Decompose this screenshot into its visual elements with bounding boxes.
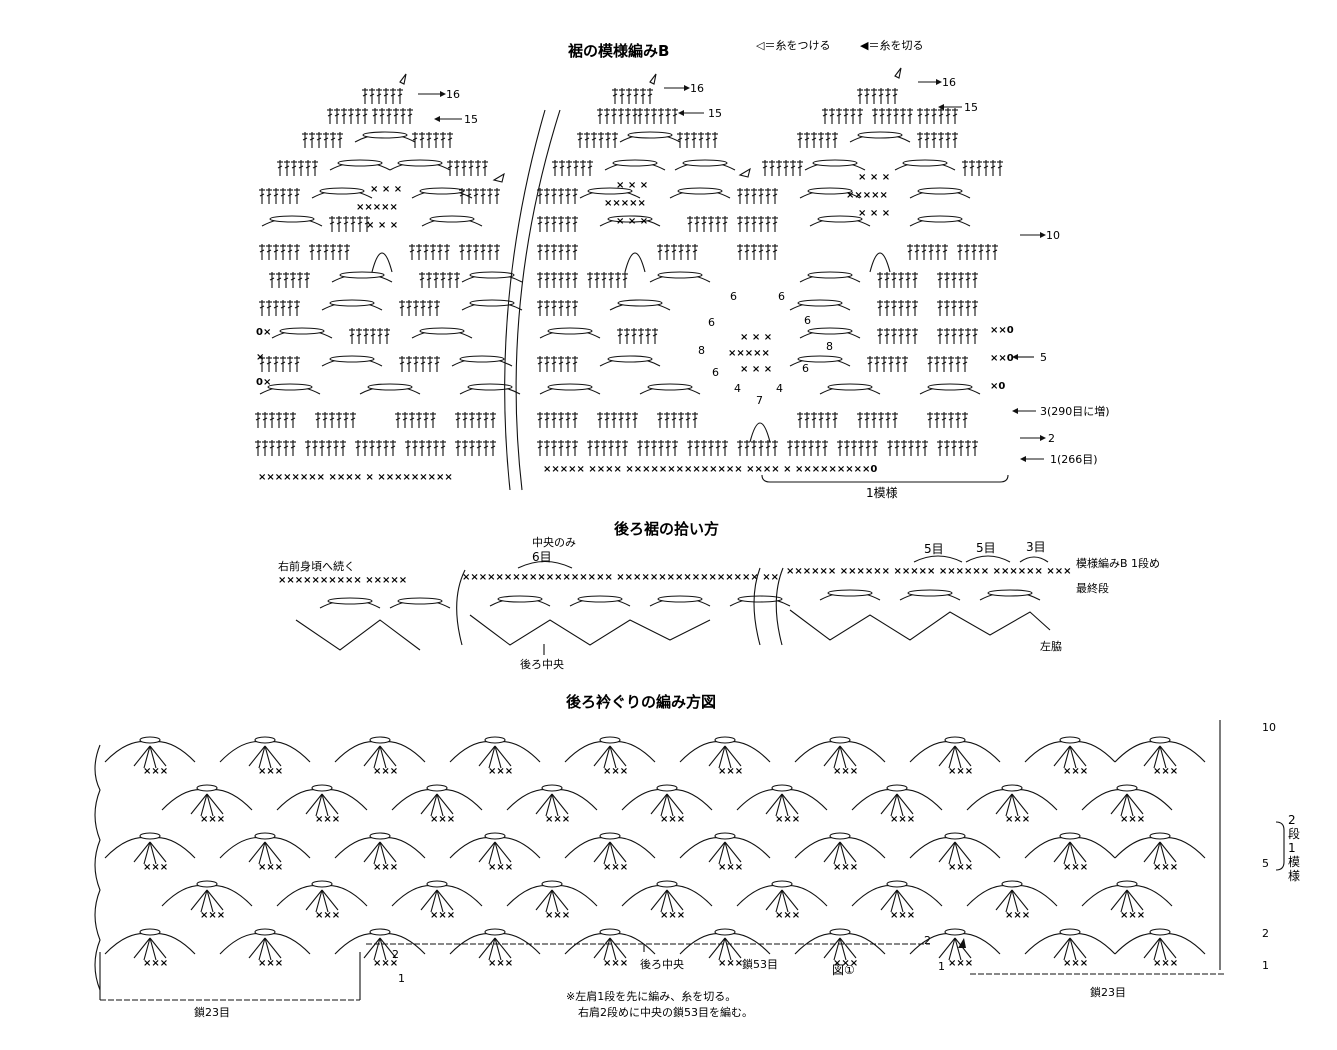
repeat-label: 段 (1288, 826, 1300, 841)
chain-count: 4 (734, 382, 741, 395)
row-label-5: 5 (1262, 857, 1269, 870)
label-back-center: 後ろ中央 (520, 657, 564, 671)
label-chain-53: 鎖53目 (742, 957, 778, 971)
break-line-1 (515, 109, 561, 491)
row-label-1: 1 (1262, 959, 1269, 972)
svg-text:× × ×: × × × (616, 216, 648, 227)
diagram-a-title: 裾の模様編みB (568, 42, 669, 60)
row-label-2: 2 (1048, 432, 1055, 445)
svg-text:× × ×: × × × (858, 172, 890, 183)
label-five-stitches-b: 5目 (976, 541, 996, 555)
row-label-1: 1 (398, 972, 405, 985)
svg-text:× × ×: × × × (370, 184, 402, 195)
svg-text:× × ×: × × × (616, 180, 648, 191)
svg-text:××0: ××0 (990, 325, 1014, 336)
row-label-15: 15 (964, 101, 978, 114)
svg-text:× × ×: × × × (740, 364, 772, 375)
svg-text:×: × (256, 352, 264, 363)
repeat-label: 2 (1288, 813, 1296, 827)
chain-count: 8 (826, 340, 833, 353)
label-chain-23-left: 鎖23目 (194, 1005, 230, 1019)
row-label-3: 3(290目に増) (1040, 405, 1110, 418)
svg-text:×××××: ××××× (728, 348, 770, 359)
row-label-16: 16 (446, 88, 460, 101)
diagram-b-pattern: ×××××××××× ××××× ×××××××××××××××××× ××××… (278, 555, 1072, 655)
legend-attach: ◁＝糸をつける (756, 39, 830, 52)
svg-text:×××××: ××××× (604, 198, 646, 209)
chain-count: 6 (708, 316, 715, 329)
svg-text:×××××××××××××××××× ×××××××××××: ×××××××××××××××××× ××××××××××××××××× ×× (462, 572, 779, 583)
row-label-10: 10 (1262, 721, 1276, 734)
repeat-label: 模 (1288, 855, 1300, 869)
label-chain-23-right: 鎖23目 (1090, 985, 1126, 999)
row-label-15: 15 (708, 107, 722, 120)
diagram-b-title: 後ろ裾の拾い方 (613, 520, 719, 538)
svg-text:× × ×: × × × (740, 332, 772, 343)
svg-text:×××××: ××××× (356, 202, 398, 213)
break-line-2 (504, 109, 546, 491)
row-label-16: 16 (690, 82, 704, 95)
diagram-a-left-panel: ×××××××× ×××× × ××××××××× 0× × 0× × × × … (255, 73, 523, 483)
row-label-2: 2 (1262, 927, 1269, 940)
svg-text:×××××× ×××××× ××××× ×××××× ××: ×××××× ×××××× ××××× ×××××× ×××××× ××× (786, 566, 1072, 577)
row-label-15: 15 (464, 113, 478, 126)
row-label-10: 10 (1046, 229, 1060, 242)
repeat-bracket (761, 474, 1009, 483)
diagram-c-pattern (94, 720, 1285, 1001)
chain-count: 4 (776, 382, 783, 395)
svg-text:××0: ××0 (990, 353, 1014, 364)
svg-text:×××××××××× ×××××: ×××××××××× ××××× (278, 575, 407, 586)
chain-count: 8 (698, 344, 705, 357)
chain-count: 6 (802, 362, 809, 375)
label-left-side: 左脇 (1040, 640, 1062, 653)
svg-text:×××××××× ×××× × ×××××××××: ×××××××× ×××× × ××××××××× (258, 472, 453, 483)
svg-text:0×: 0× (256, 327, 271, 338)
diagram-a-right-panel: ××××× ×××× ×××××××××××××× ×××× × ×××××××… (537, 67, 1014, 483)
chain-count: 6 (804, 314, 811, 327)
row-label-5: 5 (1040, 351, 1047, 364)
row-label-1: 1 (938, 960, 945, 973)
row-label-2: 2 (924, 934, 931, 947)
repeat-label: 1 (1288, 841, 1296, 855)
svg-text:×××××: ××××× (846, 190, 888, 201)
row-label-16: 16 (942, 76, 956, 89)
svg-text:× × ×: × × × (366, 220, 398, 231)
figure-label: 図① (832, 963, 855, 977)
chain-count: 6 (730, 290, 737, 303)
chain-count: 6 (778, 290, 785, 303)
row-label-1: 1(266目) (1050, 453, 1098, 466)
label-pattern-first-row: 模様編みB 1段め (1076, 556, 1160, 570)
row-label-2: 2 (392, 948, 399, 961)
repeat-label: 様 (1288, 869, 1300, 883)
svg-text:××××× ×××× ×××××××××××××× ××××: ××××× ×××× ×××××××××××××× ×××× × ×××××××… (543, 464, 877, 475)
repeat-label: 1模様 (866, 486, 898, 500)
diagram-a-pattern: ×××××××× ×××× × ××××××××× 0× × 0× × × × … (255, 67, 1110, 500)
chain-count: 7 (756, 394, 763, 407)
svg-text:×0: ×0 (990, 381, 1005, 392)
label-last-row: 最終段 (1076, 581, 1109, 595)
label-back-center: 後ろ中央 (640, 957, 684, 971)
label-center-only: 中央のみ (532, 536, 576, 549)
note-line-1: ※左肩1段を先に編み、糸を切る。 (566, 989, 736, 1003)
label-five-stitches-a: 5目 (924, 542, 944, 556)
label-three-stitches: 3目 (1026, 540, 1046, 554)
legend-cut: ◀＝糸を切る (860, 39, 923, 52)
diagram-c-title: 後ろ衿ぐりの編み方図 (565, 693, 716, 711)
svg-text:0×: 0× (256, 377, 271, 388)
row-arrows (418, 79, 1046, 462)
label-right-front: 右前身頃へ続く (278, 559, 355, 573)
note-line-2: 右肩2段めに中央の鎖53目を編む。 (578, 1005, 753, 1019)
label-six-stitches: 6目 (532, 550, 552, 564)
chain-count: 6 (712, 366, 719, 379)
svg-text:× × ×: × × × (858, 208, 890, 219)
